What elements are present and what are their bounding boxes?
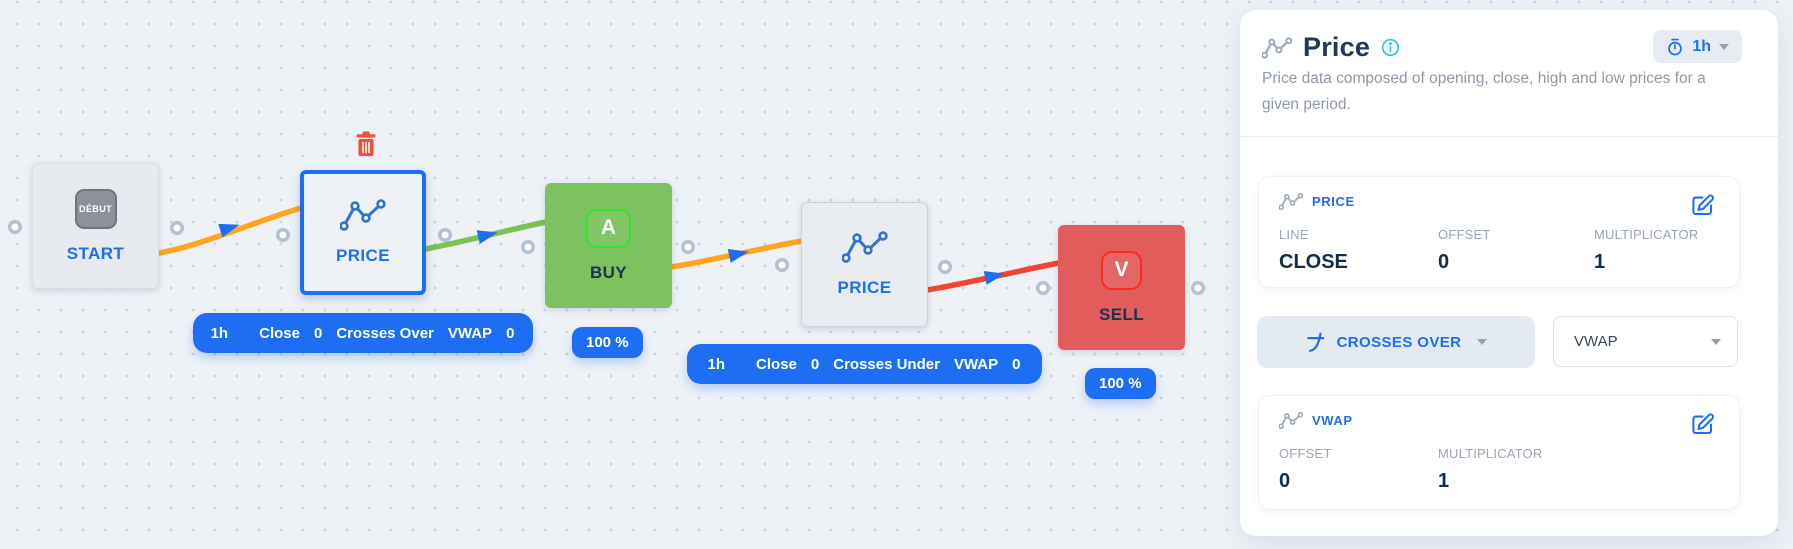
trash-icon bbox=[356, 131, 376, 156]
caret-down-icon bbox=[1719, 43, 1729, 50]
buy-letter-badge: A bbox=[586, 208, 631, 248]
divider bbox=[1240, 136, 1778, 137]
field-label: MULTIPLICATOR bbox=[1438, 446, 1543, 461]
connector-dot[interactable] bbox=[1035, 280, 1051, 296]
edge-buy-price2[interactable] bbox=[668, 238, 805, 270]
operand-value: VWAP bbox=[1574, 333, 1618, 350]
edge-start-price[interactable] bbox=[156, 205, 304, 256]
condition-left-offset: 0 bbox=[313, 324, 323, 342]
node-price-1[interactable]: PRICE bbox=[300, 170, 426, 295]
node-buy[interactable]: A BUY bbox=[545, 183, 672, 308]
connector-dot[interactable] bbox=[1190, 280, 1206, 296]
field-value: 0 bbox=[1279, 470, 1291, 492]
node-label: BUY bbox=[589, 262, 628, 282]
edge-arrow-icon bbox=[218, 223, 240, 238]
delete-node-button[interactable] bbox=[354, 131, 378, 157]
crossover-icon bbox=[1306, 332, 1324, 352]
condition-badge-crosses-under[interactable]: 1h Close 0 Crosses Under VWAP 0 bbox=[687, 344, 1042, 384]
field-label: LINE bbox=[1279, 227, 1309, 242]
edge-price2-sell[interactable] bbox=[924, 260, 1062, 293]
field-value: 1 bbox=[1438, 470, 1450, 492]
node-label: PRICE bbox=[837, 278, 892, 297]
condition-left: Close bbox=[259, 324, 300, 342]
connector-dot[interactable] bbox=[774, 257, 790, 273]
start-debut-badge: DÉBUT bbox=[74, 188, 117, 229]
condition-right-offset: 0 bbox=[1012, 355, 1021, 373]
connector-dot[interactable] bbox=[680, 239, 696, 255]
operator-label: CROSSES OVER bbox=[1336, 333, 1462, 351]
node-label: START bbox=[66, 243, 125, 263]
buy-quantity-badge[interactable]: 100 % bbox=[572, 327, 643, 358]
field-value: 1 bbox=[1594, 251, 1606, 273]
vwap-card: VWAP OFFSET 0 MULTIPLICATOR 1 bbox=[1258, 395, 1740, 510]
field-label: MULTIPLICATOR bbox=[1594, 227, 1699, 242]
price-card: PRICE LINE CLOSE OFFSET 0 MULTIPLICAT bbox=[1258, 176, 1740, 288]
condition-operator: Crosses Over bbox=[336, 324, 434, 342]
edge-arrow-icon bbox=[983, 271, 1005, 285]
line-chart-icon bbox=[1279, 193, 1303, 210]
caret-down-icon bbox=[1711, 338, 1721, 345]
condition-left-offset: 0 bbox=[810, 355, 820, 373]
condition-left: Close bbox=[756, 355, 797, 373]
panel-header: Price bbox=[1262, 32, 1400, 63]
condition-badge-crosses-over[interactable]: 1h Close 0 Crosses Over VWAP 0 bbox=[193, 313, 533, 353]
field-value: CLOSE bbox=[1279, 251, 1348, 273]
node-start[interactable]: DÉBUT START bbox=[32, 163, 159, 289]
node-sell[interactable]: V SELL bbox=[1058, 225, 1185, 350]
line-chart-icon bbox=[841, 231, 888, 263]
edit-vwap-button[interactable] bbox=[1688, 410, 1717, 442]
field-line: LINE CLOSE bbox=[1279, 227, 1438, 274]
node-label: PRICE bbox=[336, 246, 390, 265]
edit-icon bbox=[1692, 194, 1714, 216]
connector-dot[interactable] bbox=[437, 227, 453, 243]
sell-quantity-badge[interactable]: 100 % bbox=[1085, 368, 1156, 399]
edge-arrow-icon bbox=[476, 230, 498, 244]
connector-dot[interactable] bbox=[169, 220, 185, 236]
field-multiplicator: MULTIPLICATOR 1 bbox=[1438, 446, 1719, 493]
condition-interval: 1h bbox=[707, 355, 726, 373]
condition-right: VWAP bbox=[447, 324, 493, 342]
condition-interval: 1h bbox=[210, 324, 229, 342]
caret-down-icon bbox=[1477, 339, 1488, 345]
field-label: OFFSET bbox=[1279, 446, 1332, 461]
condition-right: VWAP bbox=[953, 355, 999, 373]
connector-dot[interactable] bbox=[937, 259, 953, 275]
line-chart-icon bbox=[1279, 412, 1303, 429]
field-offset: OFFSET 0 bbox=[1438, 227, 1594, 274]
field-offset: OFFSET 0 bbox=[1279, 446, 1438, 493]
node-settings-panel: Price 1h Price data composed of opening,… bbox=[1240, 10, 1778, 536]
condition-right-offset: 0 bbox=[506, 324, 515, 342]
connector-dot[interactable] bbox=[520, 239, 536, 255]
node-price-2[interactable]: PRICE bbox=[801, 202, 928, 327]
edit-icon bbox=[1692, 413, 1714, 435]
operator-dropdown[interactable]: CROSSES OVER bbox=[1257, 316, 1535, 368]
field-label: OFFSET bbox=[1438, 227, 1491, 242]
panel-description: Price data composed of opening, close, h… bbox=[1262, 70, 1706, 113]
stopwatch-icon bbox=[1668, 38, 1683, 55]
line-chart-icon bbox=[1262, 36, 1292, 59]
field-multiplicator: MULTIPLICATOR 1 bbox=[1594, 227, 1719, 274]
vwap-card-title: VWAP bbox=[1312, 413, 1353, 428]
condition-operator: Crosses Under bbox=[833, 355, 940, 373]
connector-dot[interactable] bbox=[7, 219, 23, 235]
edge-price-buy[interactable] bbox=[422, 219, 549, 252]
field-value: 0 bbox=[1438, 251, 1450, 273]
info-icon[interactable] bbox=[1381, 38, 1400, 57]
price-card-title: PRICE bbox=[1312, 194, 1355, 209]
interval-select[interactable]: 1h bbox=[1653, 30, 1742, 63]
sell-letter-badge: V bbox=[1101, 250, 1142, 290]
line-chart-icon bbox=[340, 199, 386, 231]
panel-title: Price bbox=[1303, 32, 1371, 62]
connector-dot[interactable] bbox=[275, 227, 291, 243]
edge-arrow-icon bbox=[727, 249, 749, 263]
interval-value: 1h bbox=[1692, 37, 1711, 55]
operand-dropdown[interactable]: VWAP bbox=[1553, 316, 1738, 367]
edit-price-button[interactable] bbox=[1688, 191, 1717, 223]
node-label: SELL bbox=[1098, 304, 1145, 324]
